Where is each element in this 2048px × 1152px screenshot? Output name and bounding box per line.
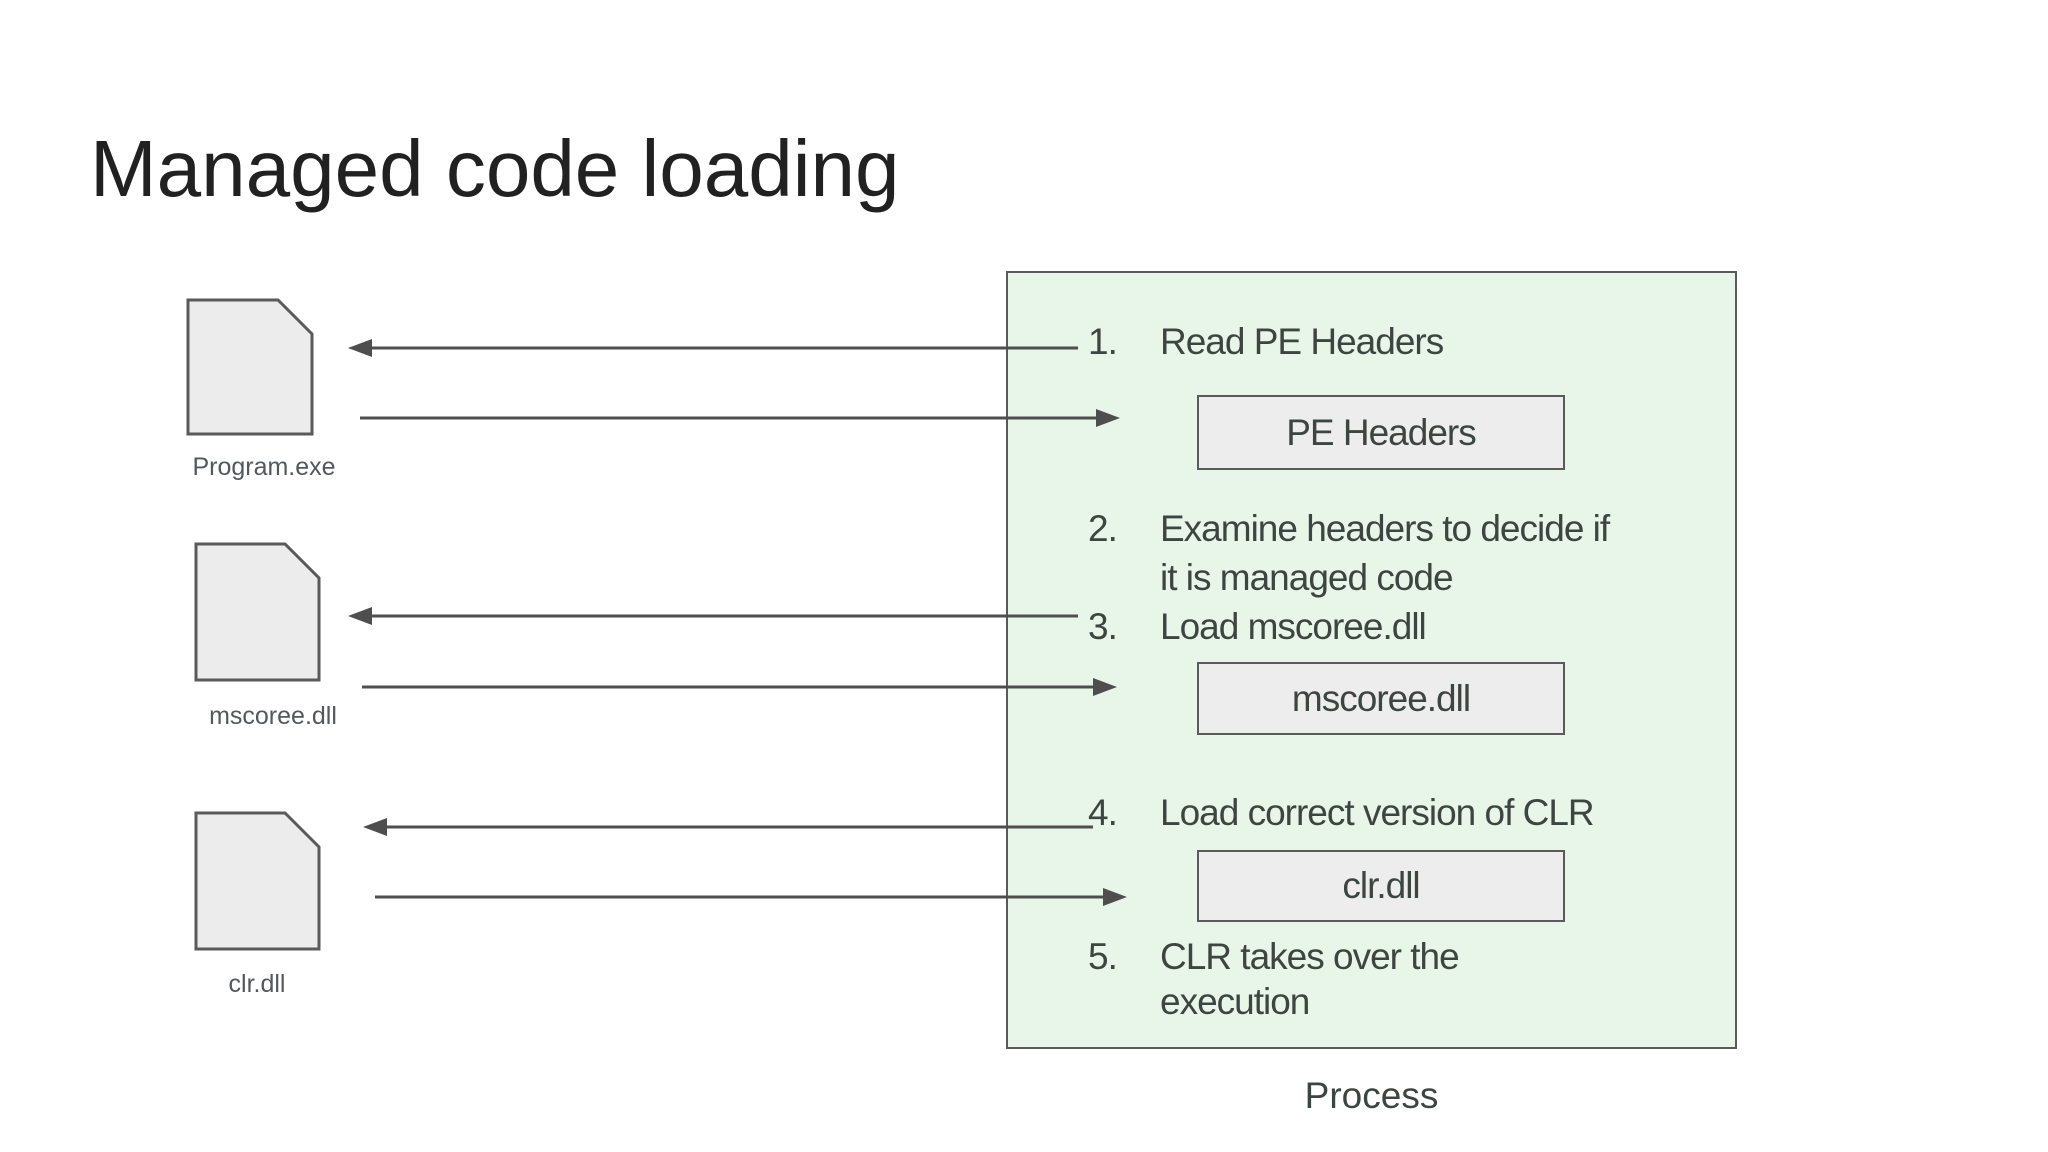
arrow-to-mscoree-dll [348, 607, 1078, 625]
document-icon [186, 298, 314, 436]
arrow-from-mscoree-dll [362, 678, 1117, 696]
file-label: clr.dll [228, 970, 286, 998]
step-text: it is managed code [1160, 557, 1454, 598]
document-icon [194, 811, 321, 951]
page-title: Managed code loading [90, 124, 900, 213]
clr-dll-box: clr.dll [1197, 850, 1565, 922]
step-number: 5. [1088, 936, 1118, 977]
clr-dll-box-label: clr.dll [1342, 865, 1420, 906]
document-icon [194, 542, 321, 682]
file-label: Program.exe [192, 453, 336, 481]
step-text: CLR takes over the [1160, 936, 1460, 977]
arrow-to-clr-dll [363, 818, 1093, 836]
process-box: 1. Read PE Headers PE Headers 2. Examine… [1006, 271, 1737, 1049]
mscoree-dll-box: mscoree.dll [1197, 662, 1565, 735]
step-text: Examine headers to decide if [1160, 508, 1610, 549]
file-label: mscoree.dll [209, 702, 337, 730]
step-number: 2. [1088, 508, 1118, 549]
process-caption: Process [1304, 1075, 1439, 1116]
step-number: 1. [1088, 321, 1118, 362]
mscoree-dll-box-label: mscoree.dll [1291, 677, 1471, 719]
pe-headers-box: PE Headers [1197, 395, 1565, 470]
step-text: execution [1160, 981, 1310, 1022]
step-text: Load correct version of CLR [1160, 792, 1595, 833]
step-text: Load mscoree.dll [1160, 606, 1427, 647]
step-text: Read PE Headers [1160, 321, 1444, 362]
pe-headers-box-label: PE Headers [1286, 411, 1476, 453]
step-number: 3. [1088, 606, 1118, 647]
step-number: 4. [1088, 792, 1118, 833]
arrow-to-program-exe [348, 339, 1078, 357]
